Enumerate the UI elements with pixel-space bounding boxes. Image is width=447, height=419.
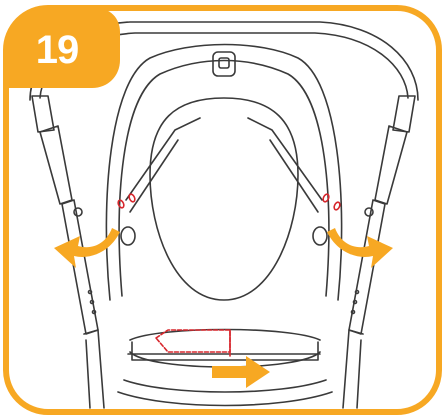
top-buckle [212,51,236,77]
seat-back-outer [105,43,343,301]
right-handle-grip [392,95,416,133]
frame-border [3,5,442,415]
rotate-right-arrow [327,228,393,268]
left-release-point-1 [117,199,125,209]
right-frame-tube [348,199,386,335]
rotate-left-arrow [54,228,120,268]
seat-base [129,328,321,341]
seat-headrest [149,97,299,301]
right-release-point-1 [322,193,330,203]
right-release-point-2 [333,201,341,211]
harness-strap-left [125,117,201,201]
left-frame-tube [61,199,99,335]
harness-strap-right [247,117,323,201]
highlighted-fabric [155,329,231,353]
step-badge [6,8,120,88]
push-right-arrow [212,356,270,388]
left-handle-grip [31,95,55,133]
highlighted-parts [117,193,341,357]
step-number: 19 [35,27,80,72]
left-release-point-2 [128,193,136,203]
